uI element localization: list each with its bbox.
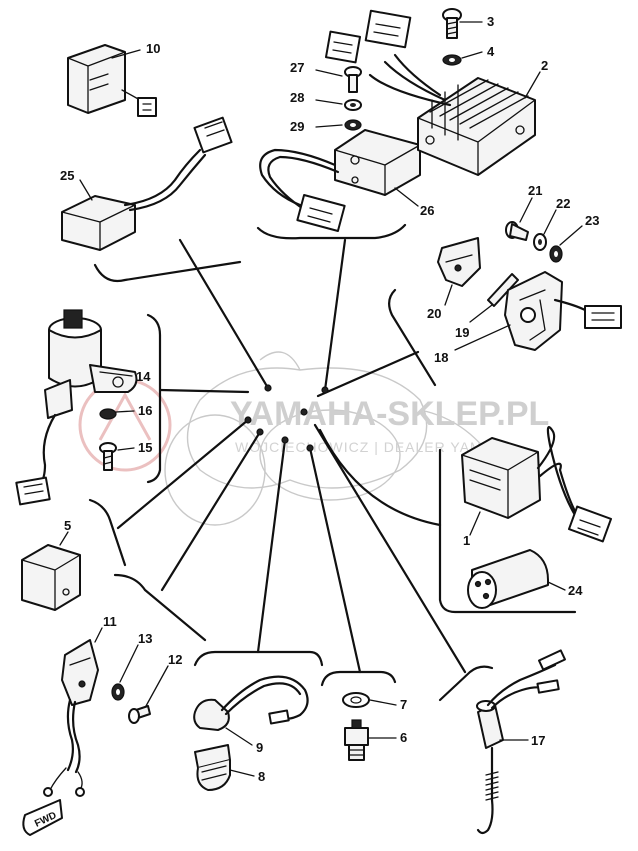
label-part-27: 27: [290, 60, 304, 75]
label-part-12: 12: [168, 652, 182, 667]
label-part-23: 23: [585, 213, 599, 228]
part-22-washer[interactable]: [533, 233, 547, 251]
label-part-5: 5: [64, 518, 71, 533]
forward-direction-marker: FWD: [22, 799, 63, 836]
label-part-21: 21: [528, 183, 542, 198]
label-part-24: 24: [568, 583, 583, 598]
label-part-10: 10: [146, 41, 160, 56]
watermark-main-text: YAMAHA-SKLEP.PL: [230, 395, 549, 433]
part-2-rectifier[interactable]: [324, 9, 536, 176]
part-13-washer[interactable]: [111, 683, 125, 701]
label-part-14: 14: [136, 369, 151, 384]
label-part-19: 19: [455, 325, 469, 340]
part-labels: 10 25 3 4 2 27 28 29 26 21 22 23: [59, 14, 599, 784]
part-21-bolt[interactable]: [505, 221, 529, 241]
part-29-washer[interactable]: [344, 119, 362, 131]
part-24-flasher[interactable]: [467, 549, 549, 609]
part-8-oil-switch[interactable]: [194, 744, 231, 791]
label-part-3: 3: [487, 14, 494, 29]
label-part-9: 9: [256, 740, 263, 755]
part-23-washer[interactable]: [549, 245, 563, 263]
label-part-7: 7: [400, 697, 407, 712]
part-19-pin[interactable]: [487, 273, 519, 307]
part-6-neutral-switch[interactable]: [344, 719, 369, 761]
label-part-20: 20: [427, 306, 441, 321]
label-part-17: 17: [531, 733, 545, 748]
part-20-bracket[interactable]: [437, 237, 481, 287]
part-10-relay[interactable]: [67, 44, 157, 117]
watermark-sub-text: WOJCIECHOWICZ | DEALER YAMAHA: [235, 439, 514, 455]
label-part-22: 22: [556, 196, 570, 211]
label-part-6: 6: [400, 730, 407, 745]
label-part-1: 1: [463, 533, 470, 548]
part-15-bolt[interactable]: [99, 442, 117, 471]
part-18-sensor-plate[interactable]: [504, 271, 622, 351]
label-part-29: 29: [290, 119, 304, 134]
part-28-washer[interactable]: [344, 99, 362, 111]
watermark-logo-mark: [98, 391, 152, 441]
leader-lines: [116, 238, 467, 674]
part-5-relay-box[interactable]: [21, 544, 81, 611]
part-1-starter-relay[interactable]: [461, 426, 613, 543]
part-4-washer[interactable]: [442, 54, 462, 66]
label-part-13: 13: [138, 631, 152, 646]
part-17-brake-switch[interactable]: [476, 649, 566, 835]
label-part-4: 4: [487, 44, 495, 59]
label-part-2: 2: [541, 58, 548, 73]
label-part-25: 25: [60, 168, 74, 183]
label-part-11: 11: [103, 614, 117, 629]
part-12-bolt[interactable]: [128, 705, 151, 724]
part-3-bolt[interactable]: [442, 8, 462, 39]
part-7-washer[interactable]: [342, 692, 370, 708]
part-16-nut[interactable]: [99, 408, 117, 420]
part-11-switch[interactable]: [43, 639, 99, 797]
watermark: YAMAHA-SKLEP.PL WOJCIECHOWICZ | DEALER Y…: [78, 378, 549, 472]
label-part-26: 26: [420, 203, 434, 218]
label-part-8: 8: [258, 769, 265, 784]
group-brackets: [88, 223, 577, 702]
label-part-15: 15: [138, 440, 152, 455]
label-part-28: 28: [290, 90, 304, 105]
part-27-screw[interactable]: [344, 66, 362, 93]
label-part-16: 16: [138, 403, 152, 418]
label-part-18: 18: [434, 350, 448, 365]
part-14-main-switch[interactable]: [15, 309, 138, 506]
part-9-switch-lead[interactable]: [193, 675, 309, 731]
part-25-flasher-relay[interactable]: [61, 116, 233, 251]
part-26-regulator[interactable]: [259, 129, 421, 232]
